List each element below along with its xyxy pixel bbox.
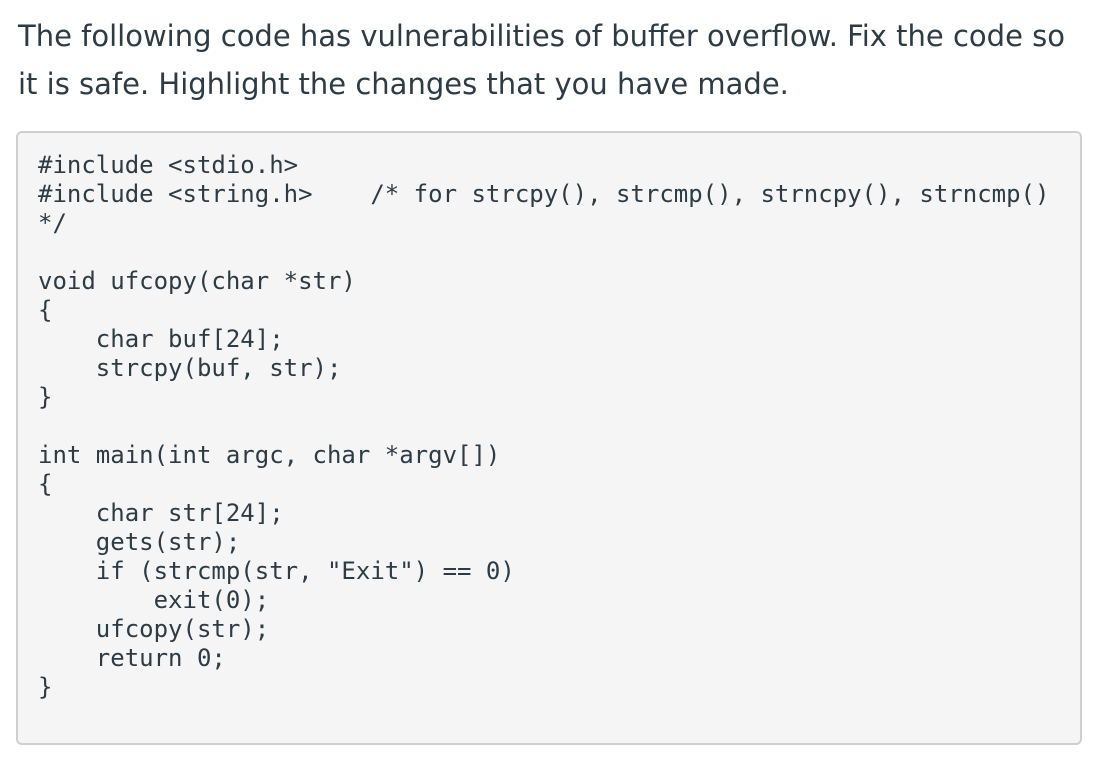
code-block: #include <stdio.h> #include <string.h> /…: [16, 131, 1082, 745]
code-line: {: [38, 296, 53, 324]
code-listing: #include <stdio.h> #include <string.h> /…: [38, 151, 1049, 702]
code-line: #include <stdio.h>: [38, 151, 299, 179]
question-text: The following code has vulnerabilities o…: [18, 19, 1065, 101]
code-line: if (strcmp(str, "Exit") == 0): [38, 557, 515, 585]
code-line: */: [38, 209, 67, 237]
code-line: int main(int argc, char *argv[]): [38, 441, 501, 469]
code-line: exit(0);: [38, 586, 270, 614]
code-line: #include <string.h> /* for strcpy(), str…: [38, 180, 1050, 208]
code-line: char buf[24];: [38, 325, 284, 353]
code-line: {: [38, 470, 53, 498]
code-line: char str[24];: [38, 499, 284, 527]
code-line: gets(str);: [38, 528, 241, 556]
code-line: }: [38, 383, 53, 411]
code-line: return 0;: [38, 644, 226, 672]
code-line: void ufcopy(char *str): [38, 267, 356, 295]
code-line: }: [38, 673, 53, 701]
code-line: strcpy(buf, str);: [38, 354, 342, 382]
code-line: ufcopy(str);: [38, 615, 270, 643]
